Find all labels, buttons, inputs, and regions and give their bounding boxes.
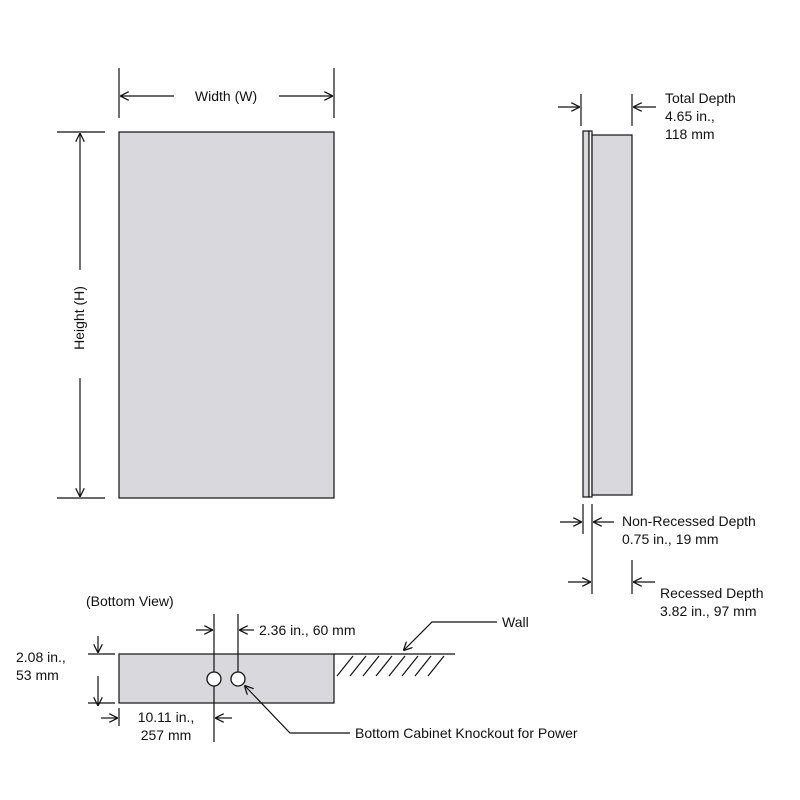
recessed-depth-value: 3.82 in., 97 mm	[660, 603, 757, 619]
bottom-view: (Bottom View) Wall 2.36 in., 60 mm	[16, 593, 578, 743]
non-recessed-depth-value: 0.75 in., 19 mm	[622, 531, 719, 547]
wall-hatch	[336, 655, 445, 677]
side-view: Total Depth 4.65 in., 118 mm Non-Recesse…	[558, 90, 764, 619]
non-recessed-depth-title: Non-Recessed Depth	[622, 513, 756, 529]
recessed-depth-title: Recessed Depth	[660, 585, 764, 601]
cabinet-front-panel	[118, 131, 335, 499]
knockout-hole-2	[230, 671, 246, 687]
knockout-label: Bottom Cabinet Knockout for Power	[355, 725, 578, 741]
width-label: Width (W)	[195, 88, 257, 104]
bottom-height-mm: 53 mm	[16, 667, 59, 683]
hole-spacing-inches: 10.11 in.,	[138, 709, 195, 725]
knockout-hole-1	[206, 671, 222, 687]
total-depth-mm: 118 mm	[665, 126, 715, 142]
knockout-leader	[245, 686, 350, 734]
total-depth-title: Total Depth	[665, 90, 736, 106]
bottom-height-inches: 2.08 in.,	[16, 649, 66, 665]
height-label: Height (H)	[71, 286, 87, 350]
hole-spacing-mm: 257 mm	[141, 727, 192, 743]
cabinet-door-profile	[582, 130, 590, 498]
hole-offset-dimension: 2.36 in., 60 mm	[259, 622, 356, 638]
total-depth-inches: 4.65 in.,	[665, 108, 715, 124]
cabinet-body-profile	[591, 134, 633, 496]
wall-leader	[404, 621, 497, 650]
cabinet-bottom-panel	[118, 653, 335, 704]
bottom-view-title: (Bottom View)	[86, 593, 174, 609]
wall-label: Wall	[502, 614, 529, 630]
front-view: Width (W) Height (H)	[57, 68, 335, 499]
